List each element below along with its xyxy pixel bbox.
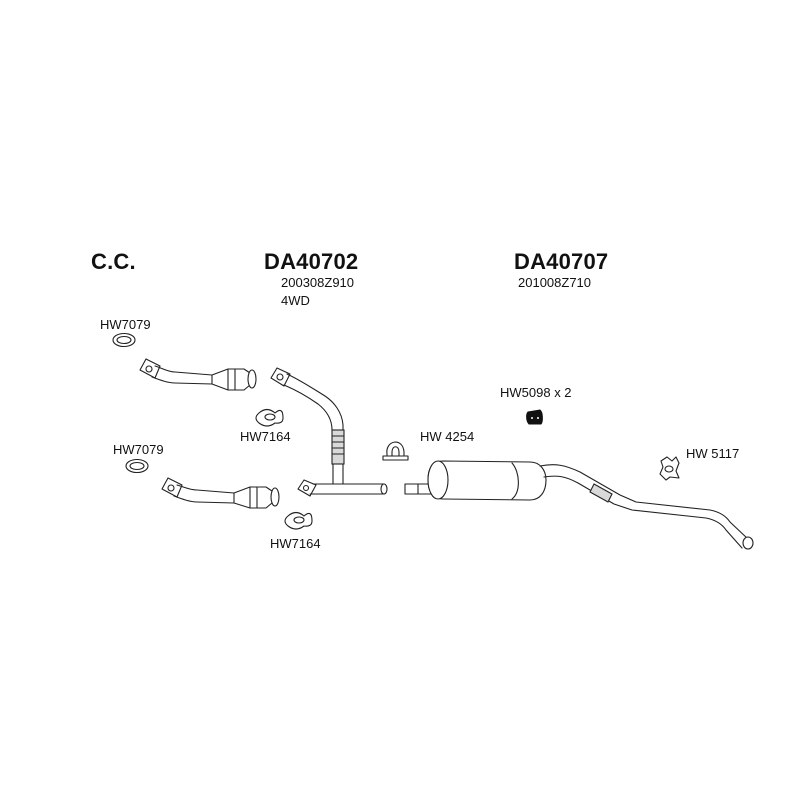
gasket-label-top: HW7079 — [100, 317, 151, 332]
rear-silencer-da40707 — [404, 460, 754, 550]
flange-gasket-label-bottom: HW7164 — [270, 536, 321, 551]
ring-gasket-bottom — [125, 458, 149, 474]
front-pipe-catalyst-lower — [161, 477, 280, 509]
front-part-variant: 4WD — [281, 293, 310, 308]
u-clamp — [382, 441, 409, 461]
exhaust-hanger — [659, 456, 680, 481]
front-part-code: 200308Z910 — [281, 275, 355, 290]
rear-part-code: 201008Z710 — [518, 275, 592, 290]
flange-gasket-top — [255, 408, 284, 427]
clamp-label: HW 4254 — [420, 429, 475, 444]
rubber-mount — [526, 409, 543, 425]
front-part-number: DA40702 — [264, 249, 359, 274]
hanger-label: HW 5117 — [686, 446, 740, 461]
y-pipe-da40702 — [270, 367, 388, 497]
rear-part-number: DA40707 — [514, 249, 609, 274]
flange-gasket-label-top: HW7164 — [240, 429, 291, 444]
cc-heading: C.C. — [91, 249, 136, 274]
flange-gasket-bottom — [284, 511, 313, 530]
rubber-mount-label: HW5098 x 2 — [500, 385, 572, 400]
ring-gasket-top — [112, 332, 136, 348]
front-pipe-catalyst-upper — [139, 358, 257, 391]
gasket-label-bottom: HW7079 — [113, 442, 164, 457]
